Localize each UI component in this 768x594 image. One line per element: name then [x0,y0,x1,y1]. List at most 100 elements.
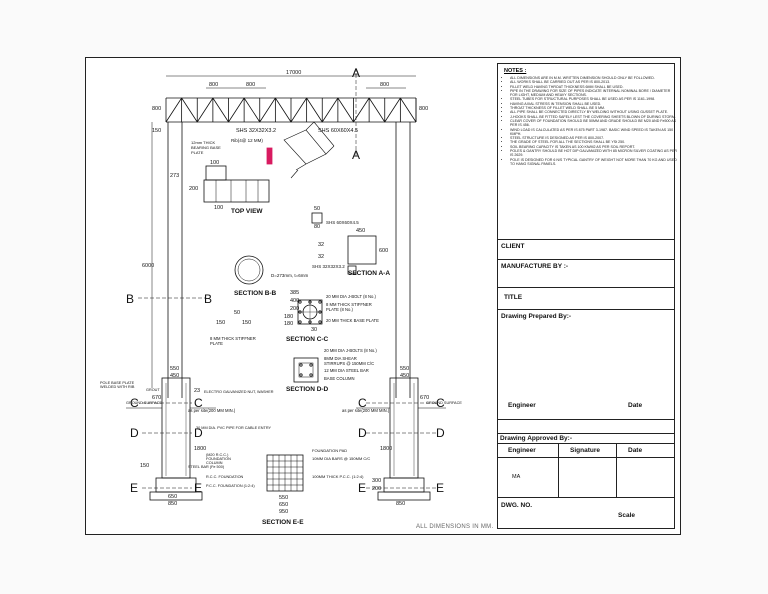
dim-450b: 450 [170,373,180,379]
client-row: CLIENT [498,240,674,260]
dim-1800: 1800 [194,446,207,452]
label-as-per-site: as per site(200 MM MIN.) [188,408,236,413]
title-block: NOTES : ALL DIMENSIONS ARE IN M.M. WRITT… [497,63,677,529]
marker-d-3: D [358,426,367,440]
title-label: TITLE [504,294,523,301]
dim-80: 80 [314,224,321,230]
note-item: ALL DIMENSIONS ARE IN M.M. WRITTEN DIMEN… [510,76,678,80]
right-column [395,122,411,398]
client-label: CLIENT [501,243,525,250]
approval-header-row: Engineer Signature Date [498,444,674,458]
iso-truss [283,121,335,179]
label-pvc: 30 MM DIA. PVC PIPE FOR CABLE ENTRY [196,426,272,430]
label-base-plate: 20 MM THICK BASE PLATE [326,318,379,323]
label-pcc-thick: 100MM THICK P.C.C. (1:2:4) [312,474,364,479]
section-aa [311,212,377,275]
dim-left-h: 800 [152,106,162,112]
divider [558,444,559,498]
label-rcc-found: R.C.C. FOUNDATION [206,475,244,479]
left-column [167,122,183,398]
dim-32b: 32 [318,254,325,260]
dim-650: 650 [168,494,178,500]
dim-150b: 150 [216,320,226,326]
label-shs-60b: SHS 60X60X4.5 [326,220,359,225]
label-stiff2: 8 MM THICK STIFFNER PLATE [210,336,256,346]
dim-385: 385 [290,290,300,296]
note-item: POLES & GANTRY SHOULD BE HOT DIP GALVANI… [510,149,678,158]
label-pipe: D=273mm, t=6mm [271,273,309,278]
dim-32: 32 [318,242,325,248]
dim-top-a: 800 [209,82,219,88]
dim-150c: 150 [242,320,252,326]
date-label: Date [628,402,643,409]
note-item: HAVING AXIAL STRESS IN TENSION SHALL BE … [510,102,678,106]
label-shs-32: SHS 32X32X3.2 [236,128,277,134]
dim-150: 150 [152,128,162,134]
label-stiffener: 8 MM THICK STIFFNER PLATE (8 No.) [326,302,372,312]
blank-row [498,420,674,434]
footer-note: ALL DIMENSIONS IN MM. [416,524,494,530]
marker-e-3: E [358,481,367,495]
marker-d-4: D [436,426,445,440]
signature-label: Signature [570,447,600,454]
note-item: FILLET WELD HAVING THROAT THICKNESS 6MM … [510,85,678,89]
marker-d-2: D [194,426,203,440]
marker-a-top: A [352,66,361,80]
dim-50: 50 [314,206,321,212]
dim-550e: 550 [279,495,289,501]
dim-650e: 650 [279,502,289,508]
approval-sign-row: MA [498,458,674,498]
dim-300: 300 [372,478,382,484]
label-as-per-site-r: as per site(200 MM MIN.) [342,408,390,413]
approved-row: Drawing Approved By:- [498,434,674,444]
label-ground-r: GROUND SURFACE [426,401,462,405]
dim-1800r: 1800 [380,446,393,452]
dim-top-c: 800 [380,82,390,88]
label-found-pad: FOUNDATION PAD [312,448,348,453]
label-pole-base: POLE BASE PLATE WELDED WITH RIB [100,381,135,389]
marker-c-2: C [194,396,203,410]
marker-b-right: B [204,292,213,306]
date2-label: Date [628,447,643,454]
label-rcc-col: (M20 R.C.C.) FOUNDATION COLUMN [206,453,231,465]
left-foundation [126,377,216,501]
dim-30: 30 [311,327,318,333]
dim-100b: 100 [214,205,224,211]
manufacture-label: MANUFACTURE BY :- [501,263,569,270]
dim-670r: 670 [420,395,430,401]
label-ground: GROUND SURFACE [126,401,162,405]
drawing-sheet: 17000 800 800 800 800 800 150 273 6000 1… [85,57,681,535]
dim-850r: 850 [396,501,406,507]
prepared-label: Drawing Prepared By:- [501,313,572,320]
note-item: WIND LOAD IS CALCULATED AS PER IS 875 PA… [510,128,678,137]
note-item: ALL PIPE SHALL BE CONNECTED DIRECTLY BY … [510,110,678,114]
dim-200e: 200 [372,486,382,492]
notes-title: NOTES : [504,68,527,74]
label-bearing-plate: 12mm THICK BEARING BASE PLATE [191,140,221,155]
label-top-view: TOP VIEW [231,208,263,215]
dim-right-h: 800 [419,106,429,112]
label-section-dd: SECTION D-D [286,386,329,393]
label-section-ee: SECTION E-E [262,519,304,526]
label-section-bb: SECTION B-B [234,290,277,297]
note-item: CLEAR COVER OF FOUNDATION SHOULD BE 50MM… [510,119,678,128]
label-electro: ELECTRO GALVANIZED NUT, WASHER [204,390,274,394]
note-item: SOIL BEARING CAPACITY IS TAKEN AS 100 KN… [510,145,678,149]
note-item: POLE IS DESIGNED FOR 6 N/S TYPICAL GANTR… [510,158,678,167]
section-cc [297,299,323,325]
dim-100: 100 [210,160,220,166]
dim-top-b: 800 [246,82,256,88]
label-grout: GROUT [146,388,160,392]
marker-e-1: E [130,481,139,495]
top-view [203,165,270,203]
dim-600: 600 [379,248,389,254]
dim-550r: 550 [400,366,410,372]
label-stirrups: 8MM DIA SHEAR STIRRUPS @ 150MM C/C [324,356,375,366]
section-dd [293,357,319,383]
dim-200b: 200 [290,306,300,312]
engineer-label: Engineer [508,402,536,409]
label-base-col: BASE COLUMN [324,376,355,381]
dim-400: 400 [290,298,300,304]
label-pcc-found: P.C.C. FOUNDATION (1:2:4) [206,484,255,488]
notes-panel: NOTES : ALL DIMENSIONS ARE IN M.M. WRITT… [498,64,677,240]
